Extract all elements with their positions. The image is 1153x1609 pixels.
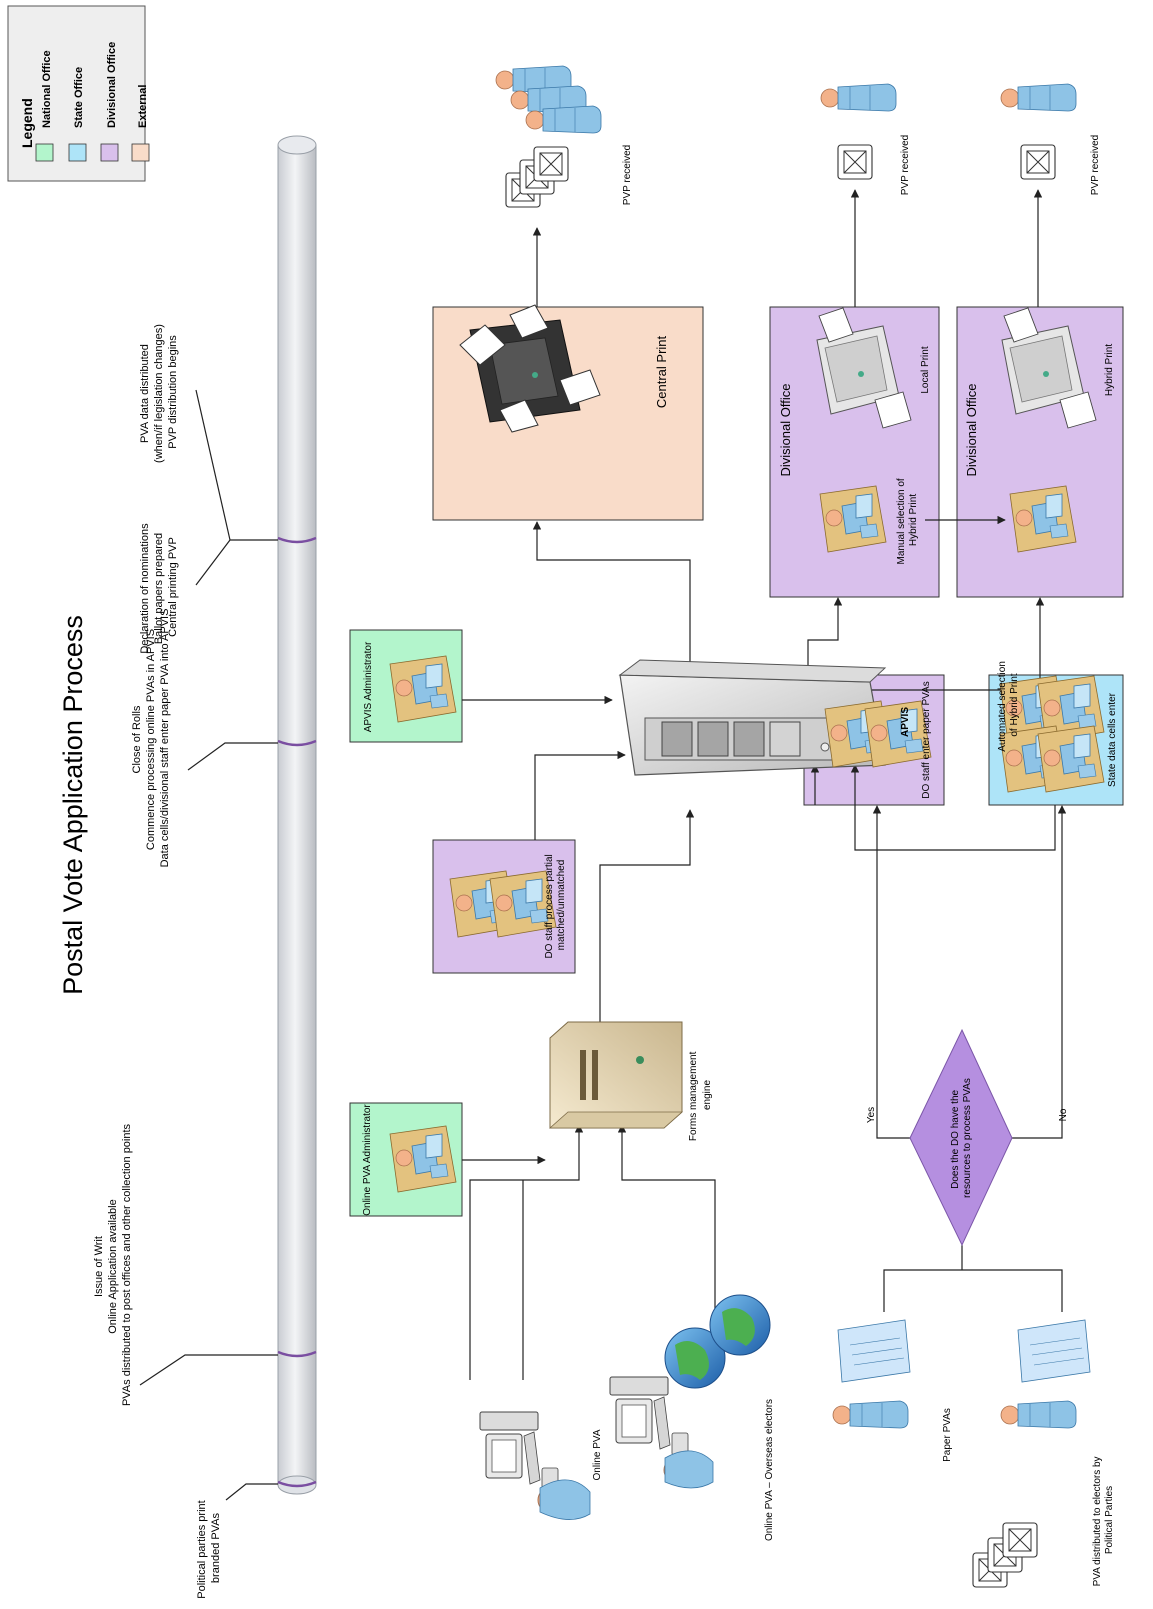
paper-pva-form-icon xyxy=(837,1319,1091,1383)
local-pvp-received-label: PVP received xyxy=(900,135,911,195)
forms-engine-server-icon xyxy=(548,1021,684,1129)
legend-swatch-external xyxy=(131,143,150,162)
timeline-marker-political xyxy=(277,1480,317,1488)
political-envelopes-icon xyxy=(972,1522,1038,1588)
manual-hybrid-label: Manual selection of Hybrid Print xyxy=(896,476,919,565)
edge-decision-yes xyxy=(872,805,910,1139)
divisional-office-local-label: Divisional Office xyxy=(778,384,793,477)
overseas-label: Online PVA – Overseas electors xyxy=(764,1399,775,1541)
edges xyxy=(462,189,1067,1380)
manual-selection-worker-icon xyxy=(819,485,887,553)
timeline-marker-nominations xyxy=(277,536,317,544)
political-pva-label: PVA distributed to electors by Political… xyxy=(1092,1454,1115,1587)
local-pvp-envelope-icon xyxy=(837,144,873,180)
decision-yes-label: Yes xyxy=(866,1107,877,1123)
do-paper-label: DO staff enter paper PVAs xyxy=(921,681,932,798)
online-admin-worker-icon xyxy=(389,1125,457,1193)
legend-label-state-office: State Office xyxy=(73,67,85,128)
hybrid-pvp-person-icon xyxy=(1000,83,1077,112)
edge-online-pva-to-forms xyxy=(469,1124,584,1380)
edge-decision-no xyxy=(1010,805,1067,1139)
apvis-admin-label: APVIS Administrator xyxy=(363,641,374,732)
legend-label-national-office: National Office xyxy=(41,50,53,128)
legend-swatch-state-office xyxy=(68,143,87,162)
apvis-admin-worker-icon xyxy=(389,655,457,723)
edge-apvis-to-local-print xyxy=(807,597,843,675)
local-print-label: Local Print xyxy=(920,346,931,393)
page-title: Postal Vote Application Process xyxy=(58,615,88,995)
timeline-label-rolls: Close of Rolls Commence processing onlin… xyxy=(131,609,171,868)
edge-state-cells-to-apvis xyxy=(850,764,1056,851)
edge-forms-to-apvis xyxy=(599,809,695,1030)
timeline-marker-writ xyxy=(277,1350,317,1358)
hybrid-pvp-received-label: PVP received xyxy=(1090,135,1101,195)
hybrid-print-label: Hybrid Print xyxy=(1104,344,1115,396)
edge-apvis-to-central-print xyxy=(532,521,691,675)
legend-title: Legend xyxy=(19,98,35,148)
timeline-label-political: Political parties print branded PVAs xyxy=(196,1497,222,1599)
timeline-connector-writ xyxy=(139,1354,278,1386)
central-print-label: Central Print xyxy=(654,335,669,408)
central-pvp-received-label: PVP received xyxy=(622,145,633,205)
do-partial-label: DO staff process partial matched/unmatch… xyxy=(544,851,567,958)
online-pva-computer-icon xyxy=(479,1411,559,1491)
timeline-connector-political xyxy=(225,1483,278,1501)
decision-label: Does the DO have the resources to proces… xyxy=(950,1078,973,1198)
online-pva-person-icon xyxy=(537,1479,591,1520)
forms-engine-label: Forms management engine xyxy=(688,1049,713,1141)
decision-diamond xyxy=(909,1028,1013,1247)
central-print-icon xyxy=(459,304,601,433)
decision-no-label: No xyxy=(1058,1108,1069,1121)
timeline-connector-distribution xyxy=(195,389,231,541)
overseas-computer-icon xyxy=(609,1376,689,1456)
timeline-marker-rolls xyxy=(277,739,317,747)
timeline-label-nominations: Declaration of nominations Ballot papers… xyxy=(139,520,179,653)
legend: Legend National Office State Office Divi… xyxy=(7,5,150,182)
edge-do-partial-to-apvis xyxy=(534,750,626,840)
apvis-server-icon xyxy=(618,659,887,776)
timeline-connector-nominations xyxy=(195,539,278,586)
paper-pvas-label: Paper PVAs xyxy=(942,1408,953,1462)
legend-label-external: External xyxy=(137,85,149,128)
central-pvp-people-icon xyxy=(495,65,602,134)
local-pvp-person-icon xyxy=(820,83,897,112)
central-pvp-envelopes-icon xyxy=(505,146,569,208)
legend-swatch-divisional-office xyxy=(100,143,119,162)
edge-overseas-to-forms xyxy=(617,1124,716,1318)
legend-label-divisional-office: Divisional Office xyxy=(106,42,118,128)
political-pva-person-icon xyxy=(1000,1400,1077,1429)
overseas-person-icon xyxy=(663,1450,714,1489)
timeline-pipe xyxy=(277,144,317,1486)
auto-hybrid-label: Automated selection of Hybrid Print xyxy=(997,658,1020,751)
state-cells-label: State data cells enter xyxy=(1107,692,1118,787)
hybrid-pvp-envelope-icon xyxy=(1020,144,1056,180)
online-pva-label: Online PVA xyxy=(592,1429,603,1480)
legend-swatch-national-office xyxy=(35,143,54,162)
paper-pva-person-icon xyxy=(832,1400,909,1429)
divisional-office-hybrid-label: Divisional Office xyxy=(964,384,979,477)
timeline-label-writ: Issue of Writ Online Application availab… xyxy=(93,1123,133,1406)
hybrid-worker-icon xyxy=(1009,485,1077,553)
timeline: PVA data distributed (when/if legislatio… xyxy=(93,135,317,1599)
edge-paper-collect xyxy=(883,1269,1063,1312)
do-partial-workers-icon xyxy=(449,870,557,938)
timeline-pipe-top xyxy=(277,135,317,155)
do-paper-workers-icon xyxy=(824,700,932,768)
globe-icon xyxy=(664,1294,771,1389)
timeline-connector-rolls xyxy=(187,742,278,771)
timeline-label-distribution: PVA data distributed (when/if legislatio… xyxy=(139,321,179,463)
apvis-label: APVIS xyxy=(900,707,911,737)
online-admin-label: Online PVA Administrator xyxy=(362,1104,373,1216)
